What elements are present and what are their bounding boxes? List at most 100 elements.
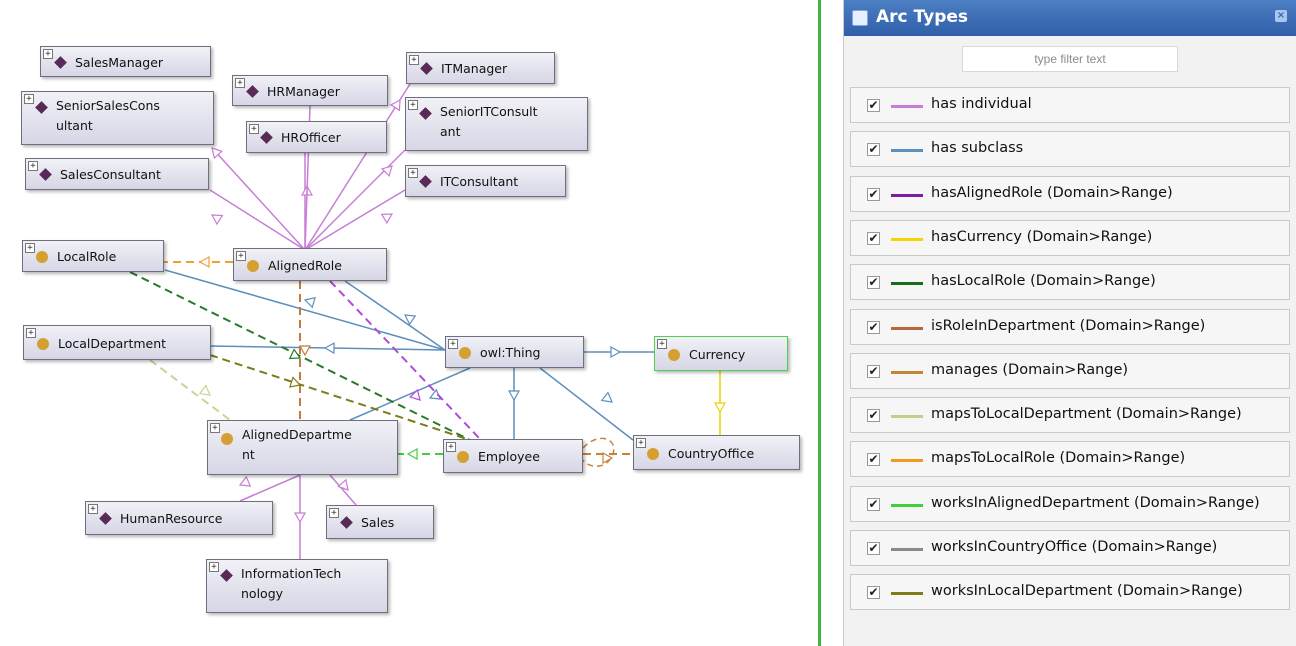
panel-divider[interactable] [818,0,821,646]
expand-icon[interactable]: + [25,243,35,253]
arc-type-row[interactable]: ✔hasCurrency (Domain>Range) [850,219,1290,256]
arc-type-checkbox[interactable]: ✔ [867,496,880,511]
edge-arrowhead [380,213,394,225]
arc-color-swatch [891,370,923,374]
graph-edge [209,189,306,251]
expand-icon[interactable]: + [329,508,339,518]
arc-type-checkbox[interactable]: ✔ [867,585,880,600]
arc-type-row[interactable]: ✔worksInAlignedDepartment (Domain>Range) [850,485,1290,522]
arc-type-checkbox[interactable]: ✔ [867,319,880,334]
arc-color-swatch [891,459,923,463]
expand-icon[interactable]: + [88,504,98,514]
arc-type-row[interactable]: ✔hasAlignedRole (Domain>Range) [850,175,1290,212]
graph-edge [329,280,481,440]
expand-icon[interactable]: + [249,124,259,134]
graph-edge [239,474,301,502]
arc-type-label: worksInLocalDepartment (Domain>Range) [931,583,1243,600]
class-circle-icon [37,338,49,350]
class-circle-icon [457,451,469,463]
arc-color-swatch [891,548,923,551]
expand-icon[interactable]: + [448,339,458,349]
expand-icon[interactable]: + [408,100,418,110]
node-itmanager[interactable]: +ITManager [406,52,555,84]
expand-icon[interactable]: + [236,251,246,261]
class-circle-icon [459,347,471,359]
arc-type-checkbox[interactable]: ✔ [867,541,880,555]
close-icon[interactable]: × [1275,10,1287,22]
edge-arrowhead [210,214,224,226]
expand-icon[interactable]: + [26,328,36,338]
graph-edge [129,271,471,441]
edge-arrowhead [507,390,521,402]
node-salesconsultant[interactable]: +SalesConsultant [25,158,209,190]
expand-icon[interactable]: + [209,562,219,572]
node-humanresource[interactable]: +HumanResource [85,501,273,535]
arc-type-row[interactable]: ✔mapsToLocalRole (Domain>Range) [850,441,1290,478]
expand-icon[interactable]: + [409,55,419,65]
node-hrofficer[interactable]: +HROfficer [246,121,387,153]
node-aligneddepartment[interactable]: +AlignedDepartme nt [207,420,398,475]
node-itconsultant[interactable]: +ITConsultant [405,165,566,197]
individual-diamond-icon [420,62,433,75]
node-senioritconsultant[interactable]: +SeniorITConsult ant [405,97,588,151]
arc-type-checkbox[interactable]: ✔ [867,230,880,245]
arc-type-row[interactable]: ✔worksInCountryOffice (Domain>Range) [850,530,1290,566]
filter-input[interactable] [962,46,1178,72]
edge-arrowhead [389,98,401,112]
expand-icon[interactable]: + [235,78,245,88]
ontology-graph-canvas[interactable]: +SalesManager +SeniorSalesCons ultant +Sal… [0,0,820,646]
expand-icon[interactable]: + [636,438,646,448]
node-hrmanager[interactable]: +HRManager [232,75,388,106]
node-alignedrole[interactable]: + AlignedRole [233,248,387,281]
expand-icon[interactable]: + [24,94,34,104]
expand-icon[interactable]: + [446,442,456,452]
node-localdepartment[interactable]: + LocalDepartment [23,325,211,360]
expand-icon[interactable]: + [657,339,667,349]
class-circle-icon [668,349,680,361]
graph-edge [329,474,357,506]
arc-type-checkbox[interactable]: ✔ [867,275,880,290]
edge-arrowhead [298,345,312,357]
node-currency[interactable]: + Currency [654,336,788,371]
class-circle-icon [647,448,659,460]
arc-type-row[interactable]: ✔hasLocalRole (Domain>Range) [850,264,1290,301]
edge-arrowhead [610,345,622,359]
node-sales[interactable]: +Sales [326,505,434,539]
arc-type-row[interactable]: ✔manages (Domain>Range) [850,352,1290,389]
edge-arrowhead [293,512,307,524]
arc-type-row[interactable]: ✔isRoleInDepartment (Domain>Range) [850,308,1290,345]
node-owlthing[interactable]: +owl:Thing [445,336,584,368]
arc-type-checkbox[interactable]: ✔ [867,98,880,112]
node-localrole[interactable]: +LocalRole [22,240,164,272]
arc-type-row[interactable]: ✔has subclass [850,131,1290,168]
node-informationtechnology[interactable]: +InformationTech nology [206,559,388,613]
node-employee[interactable]: +Employee [443,439,583,473]
arc-type-row[interactable]: ✔ mapsToLocalDepartment (Domain>Range) [850,397,1290,434]
arc-type-checkbox[interactable]: ✔ [867,142,880,157]
arc-type-row[interactable]: ✔ has individual [850,87,1290,123]
individual-diamond-icon [35,101,48,114]
edge-arrowhead [337,478,349,491]
arc-type-checkbox[interactable]: ✔ [867,408,880,423]
node-seniorsalesconsultant[interactable]: +SeniorSalesCons ultant [21,91,214,145]
expand-icon[interactable]: + [408,168,418,178]
expand-icon[interactable]: + [28,161,38,171]
arc-color-swatch [891,503,923,507]
arc-type-label: mapsToLocalDepartment (Domain>Range) [931,406,1242,423]
expand-icon[interactable]: + [43,49,53,59]
arc-type-checkbox[interactable]: ✔ [867,186,880,201]
edge-arrowhead [211,147,223,160]
expand-icon[interactable]: + [210,423,220,433]
arc-type-row[interactable]: ✔ worksInLocalDepartment (Domain>Range) [850,574,1290,611]
arc-type-label: has individual [931,96,1032,112]
arc-color-swatch [891,105,923,108]
arc-color-swatch [891,193,923,197]
arc-type-checkbox[interactable]: ✔ [867,452,880,467]
arc-type-checkbox[interactable]: ✔ [867,363,880,378]
node-label: Currency [689,347,746,362]
node-label: AlignedRole [268,258,342,273]
node-label: LocalDepartment [58,336,167,351]
node-countryoffice[interactable]: +CountryOffice [633,435,800,470]
node-salesmanager[interactable]: +SalesManager [40,46,211,77]
graph-edge [211,147,306,251]
